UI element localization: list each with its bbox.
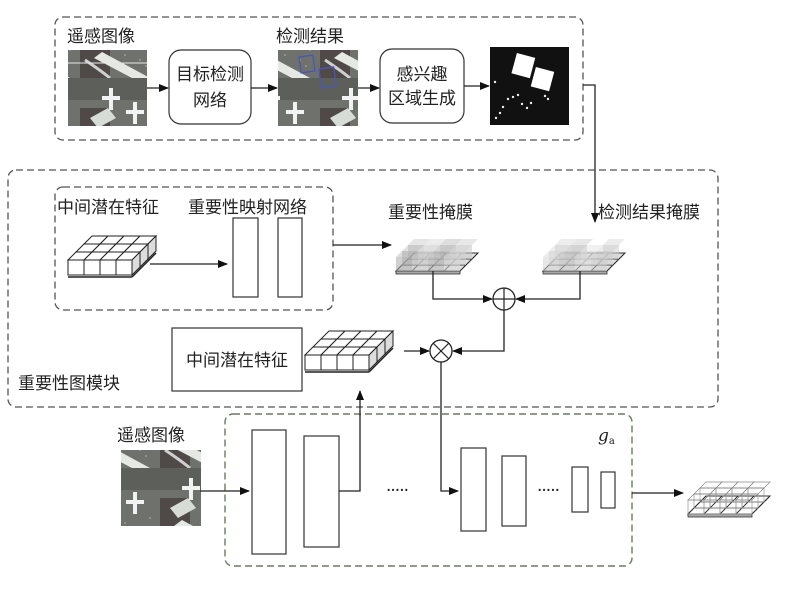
input-image-label: 遥感图像 bbox=[67, 27, 135, 47]
add-operator bbox=[492, 287, 516, 311]
importance-mapping-subframe bbox=[54, 186, 334, 311]
latent-feature-box bbox=[171, 327, 303, 392]
importance-module-label: 重要性图模块 bbox=[18, 374, 120, 394]
arrow-importance-to-add bbox=[432, 271, 493, 303]
detection-result-label: 检测结果 bbox=[276, 27, 344, 47]
roi-mask-image bbox=[490, 47, 569, 125]
roi-generation-box bbox=[379, 48, 465, 124]
arrow-detection-to-add bbox=[515, 271, 581, 303]
detection-result-mask bbox=[541, 239, 627, 275]
mapping-layer-2 bbox=[277, 217, 303, 298]
output-latent-grid bbox=[686, 481, 772, 518]
detector-network-box bbox=[168, 49, 252, 125]
encoder-layer-2 bbox=[303, 435, 340, 548]
roi-generation-label-2: 区域生成 bbox=[388, 89, 456, 109]
encoder-layer-6 bbox=[600, 471, 616, 509]
detector-network-label-2: 网络 bbox=[193, 91, 227, 111]
encoder-input-image bbox=[121, 450, 201, 526]
arrow-multiply-to-encoder bbox=[440, 362, 459, 495]
importance-mapping-label: 重要性映射网络 bbox=[188, 198, 307, 218]
input-image bbox=[68, 50, 147, 126]
encoder-layer-5 bbox=[571, 466, 589, 513]
latent-feature-label: 中间潜在特征 bbox=[57, 198, 159, 218]
detection-branch-frame bbox=[54, 16, 584, 141]
encoder-layer-3 bbox=[460, 447, 487, 532]
latent-feature-box-label: 中间潜在特征 bbox=[186, 351, 288, 371]
arrow-roi-mask-to-detection-mask bbox=[583, 84, 599, 223]
encoder-ellipsis-2: ····· bbox=[537, 481, 559, 501]
roi-generation-label-1: 感兴趣 bbox=[397, 65, 448, 85]
detector-network-label-1: 目标检测 bbox=[176, 65, 244, 85]
importance-module-frame bbox=[7, 169, 719, 408]
importance-mask-label: 重要性掩膜 bbox=[388, 203, 473, 223]
arrow-encoder-to-latent bbox=[339, 390, 364, 492]
latent-feature-cube bbox=[66, 234, 158, 278]
encoder-name: ga bbox=[598, 426, 615, 447]
detection-result-image bbox=[278, 50, 358, 126]
encoder-ellipsis-1: ····· bbox=[386, 481, 408, 501]
encoder-frame bbox=[224, 413, 633, 567]
encoder-layer-1 bbox=[251, 429, 287, 555]
mapping-layer-1 bbox=[232, 217, 259, 298]
detection-mask-label: 检测结果掩膜 bbox=[598, 203, 700, 223]
encoder-layer-4 bbox=[501, 455, 527, 527]
importance-mask bbox=[394, 239, 480, 275]
encoder-input-label: 遥感图像 bbox=[117, 426, 185, 446]
latent-feature-cube-2 bbox=[303, 329, 395, 373]
arrow-add-to-multiply bbox=[452, 310, 505, 355]
multiply-operator bbox=[429, 339, 453, 363]
